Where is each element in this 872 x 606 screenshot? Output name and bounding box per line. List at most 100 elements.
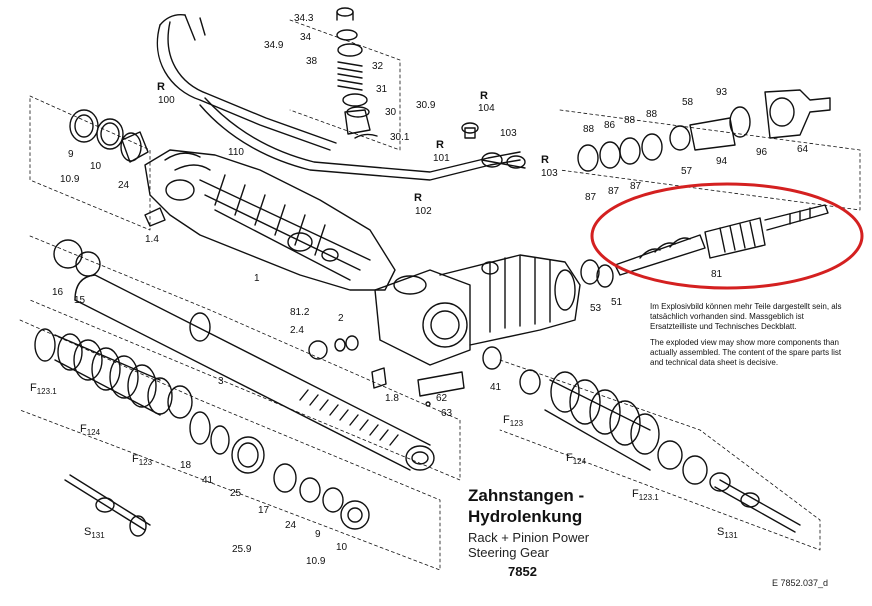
pipe-fittings: [461, 122, 526, 169]
label-10a: 10: [90, 161, 102, 172]
label-41b: 41: [202, 475, 214, 486]
label-r102-letter: R: [414, 192, 422, 204]
label-r104-number: 104: [478, 103, 495, 114]
label-25: 25: [230, 488, 242, 499]
label-18: 18: [180, 460, 192, 471]
label-r101-letter: R: [436, 139, 444, 151]
title-english-line2: Steering Gear: [468, 545, 549, 560]
assembly-guide-lines: [19, 19, 861, 571]
label-9b: 9: [315, 529, 321, 540]
label-41a: 41: [490, 382, 502, 393]
label-34-9: 34.9: [264, 40, 284, 51]
title-german-line1: Zahnstangen -: [468, 486, 585, 505]
label-31: 31: [376, 84, 388, 95]
label-81-2: 81.2: [290, 307, 310, 318]
title-english-line1: Rack + Pinion Power: [468, 530, 590, 545]
label-9a: 9: [68, 149, 74, 160]
label-r100-letter: R: [157, 81, 165, 93]
label-30-9: 30.9: [416, 100, 436, 111]
label-r102-number: 102: [415, 206, 432, 217]
small-parts: [308, 259, 614, 407]
tie-rod-right: [709, 472, 801, 533]
label-2-4: 2.4: [290, 325, 304, 336]
label-15: 15: [74, 295, 86, 306]
label-f123-1-left: F123.1: [30, 382, 57, 396]
pinion-parts: [577, 89, 831, 172]
bellows-right: [519, 369, 708, 485]
label-16: 16: [52, 287, 64, 298]
label-30: 30: [385, 107, 397, 118]
label-f124-right: F124: [566, 452, 587, 466]
drawing-number: 7852: [508, 564, 537, 579]
label-88a: 88: [583, 124, 595, 135]
label-s131-left: S131: [84, 526, 105, 540]
pinion-shaft-81: [614, 204, 829, 276]
label-38: 38: [306, 56, 318, 67]
label-103a: 103: [500, 128, 517, 139]
label-17: 17: [258, 505, 270, 516]
label-f123-left: F123: [132, 453, 153, 467]
disclaimer-note: Im Explosivbild können mehr Teile darges…: [650, 302, 850, 374]
label-1-8: 1.8: [385, 393, 399, 404]
label-10b: 10: [336, 542, 348, 553]
title-english: Rack + Pinion Power Steering Gear: [468, 530, 589, 560]
title-german: Zahnstangen - Hydrolenkung: [468, 485, 584, 527]
label-24b: 24: [285, 520, 297, 531]
label-32: 32: [372, 61, 384, 72]
label-57: 57: [681, 166, 693, 177]
valve-stack: [336, 7, 378, 139]
label-10-9a: 10.9: [60, 174, 80, 185]
reference-code: E 7852.037_d: [772, 578, 829, 588]
seal-rings-left: [69, 109, 166, 227]
note-german: Im Explosivbild können mehr Teile darges…: [650, 302, 842, 331]
bellows-left: [34, 328, 193, 419]
label-93: 93: [716, 87, 728, 98]
label-51: 51: [611, 297, 623, 308]
label-94: 94: [716, 156, 728, 167]
label-s131-right: S131: [717, 526, 738, 540]
label-87c: 87: [630, 181, 642, 192]
tie-rod-left: [64, 474, 151, 537]
label-110: 110: [228, 147, 244, 158]
label-87b: 87: [608, 186, 620, 197]
seal-rings-lower: [189, 411, 370, 530]
label-34-3: 34.3: [294, 13, 314, 24]
label-88c: 88: [646, 109, 658, 120]
label-r101-number: 101: [433, 153, 450, 164]
label-10-9b: 10.9: [306, 556, 326, 567]
label-f123-right: F123: [503, 414, 524, 428]
label-62: 62: [436, 393, 448, 404]
label-88b: 88: [624, 115, 636, 126]
label-30-1: 30.1: [390, 132, 410, 143]
steering-housing: [144, 149, 581, 366]
note-english: The exploded view may show more componen…: [650, 338, 842, 367]
label-58: 58: [682, 97, 694, 108]
label-96: 96: [756, 147, 768, 158]
label-81: 81: [711, 269, 723, 280]
hydraulic-line-r100: [156, 14, 337, 151]
label-r100-number: 100: [158, 95, 175, 106]
label-f123-1-right: F123.1: [632, 488, 659, 502]
label-64: 64: [797, 144, 809, 155]
label-3: 3: [218, 376, 224, 387]
label-87a: 87: [585, 192, 597, 203]
label-34: 34: [300, 32, 312, 43]
hydraulic-line-r102: [199, 97, 521, 181]
label-r103-number: 103: [541, 168, 558, 179]
label-1-4: 1.4: [145, 234, 159, 245]
label-25-9: 25.9: [232, 544, 252, 555]
steering-rack: [53, 239, 435, 471]
label-24a: 24: [118, 180, 130, 191]
label-1: 1: [254, 273, 260, 284]
label-2: 2: [338, 313, 344, 324]
highlight-ellipse: [590, 182, 864, 290]
label-r103-letter: R: [541, 154, 549, 166]
label-53: 53: [590, 303, 602, 314]
label-f124-left: F124: [80, 423, 101, 437]
label-r104-letter: R: [480, 90, 488, 102]
label-86: 86: [604, 120, 616, 131]
title-german-line2: Hydrolenkung: [468, 507, 583, 526]
label-63: 63: [441, 408, 453, 419]
